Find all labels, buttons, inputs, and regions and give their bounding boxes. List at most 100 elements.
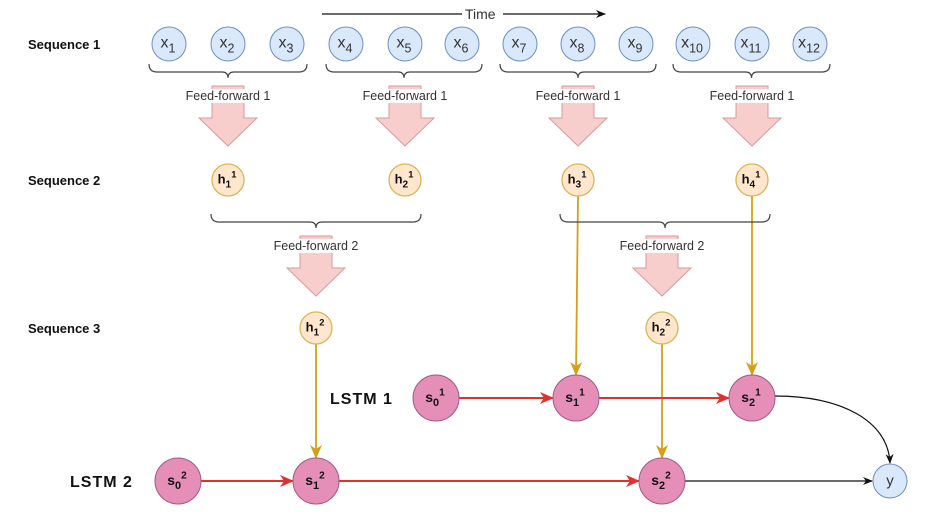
input-node-circle <box>387 26 423 62</box>
node-label: y <box>886 472 894 489</box>
node-label: s11 <box>565 388 585 410</box>
row-label-sequence-1: Sequence 1 <box>28 37 100 52</box>
node-label-base: s <box>425 389 433 405</box>
node-label-subscript: 11 <box>749 41 762 55</box>
node-label-base: h <box>218 172 226 187</box>
feed-forward-label-backdrop <box>708 89 796 103</box>
sequence-1-group-brace <box>672 63 831 79</box>
node-label: h21 <box>395 170 414 191</box>
node-label-base: x <box>220 35 228 52</box>
node-label-base: h <box>652 320 660 335</box>
hidden-node-circle <box>299 311 333 345</box>
input-node-circle <box>675 26 711 62</box>
output-node-y: y <box>872 463 908 499</box>
hidden-to-state-edge <box>570 195 583 376</box>
node-label: x3 <box>279 35 294 56</box>
state-node-circle <box>412 374 460 422</box>
node-label-base: h <box>568 172 576 187</box>
lstm-2-state-s2: s22 <box>638 457 686 505</box>
feed-forward-1-block: Feed-forward 1 <box>708 85 796 147</box>
node-label-base: x <box>397 35 405 52</box>
time-axis: Time <box>322 6 606 22</box>
node-label: x9 <box>628 35 643 56</box>
node-label: x12 <box>798 35 820 56</box>
node-label-superscript: 1 <box>581 170 586 180</box>
feed-forward-1-block: Feed-forward 1 <box>361 85 449 147</box>
node-label-superscript: 2 <box>665 318 670 328</box>
lstm-1-state-s2: s21 <box>728 374 776 422</box>
input-node-circle <box>618 26 654 62</box>
node-label: s22 <box>651 471 671 493</box>
node-label-subscript: 7 <box>520 41 527 55</box>
node-label: h12 <box>306 318 325 339</box>
node-label: x2 <box>220 35 235 56</box>
input-node-x11: x11 <box>734 26 770 62</box>
node-label-base: x <box>681 35 689 52</box>
input-node-x8: x8 <box>560 26 596 62</box>
input-node-circle <box>328 26 364 62</box>
feed-forward-label-backdrop <box>534 89 622 103</box>
feed-forward-label-backdrop <box>618 239 706 253</box>
node-label-subscript: 1 <box>226 179 232 190</box>
feed-forward-label-backdrop <box>361 89 449 103</box>
input-node-circle <box>210 26 246 62</box>
node-label-base: x <box>798 35 806 52</box>
row-label-sequence-3: Sequence 3 <box>28 321 100 336</box>
input-node-circle <box>560 26 596 62</box>
node-label-subscript: 0 <box>175 480 181 492</box>
node-label-superscript: 2 <box>665 471 671 482</box>
hidden-node-h3-1: h31 <box>561 163 595 197</box>
node-label-base: s <box>741 389 749 405</box>
node-label: h41 <box>742 170 761 191</box>
node-label-superscript: 1 <box>579 388 585 399</box>
node-label-subscript: 1 <box>573 397 579 409</box>
input-node-circle <box>444 26 480 62</box>
row-label-sequence-2: Sequence 2 <box>28 173 100 188</box>
node-label-subscript: 3 <box>576 179 582 190</box>
node-label-subscript: 2 <box>228 41 235 55</box>
input-node-x4: x4 <box>328 26 364 62</box>
hidden-node-h1-2: h12 <box>299 311 333 345</box>
hidden-node-h1-1: h11 <box>211 163 245 197</box>
hidden-node-circle <box>211 163 245 197</box>
node-label-subscript: 5 <box>405 41 412 55</box>
row-label-lstm-1: LSTM 1 <box>330 391 393 408</box>
feed-forward-label: Feed-forward 1 <box>536 89 621 103</box>
row-label-lstm-2: LSTM 2 <box>70 474 133 491</box>
input-node-circle <box>151 26 187 62</box>
node-label-base: x <box>570 35 578 52</box>
hidden-node-circle <box>735 163 769 197</box>
node-label-base: x <box>161 35 169 52</box>
feed-forward-label: Feed-forward 2 <box>274 239 359 253</box>
node-label: x4 <box>338 35 353 56</box>
node-label-base: x <box>741 35 749 52</box>
node-label-superscript: 1 <box>231 170 236 180</box>
node-label: h31 <box>568 170 587 191</box>
node-label-base: x <box>279 35 287 52</box>
node-label: x10 <box>681 35 703 56</box>
hidden-node-h2-2: h22 <box>645 311 679 345</box>
output-node-circle <box>872 463 908 499</box>
node-label-subscript: 10 <box>689 41 703 55</box>
feed-forward-label: Feed-forward 2 <box>620 239 705 253</box>
node-label-subscript: 2 <box>403 179 409 190</box>
feed-forward-label-backdrop <box>184 89 272 103</box>
input-node-x6: x6 <box>444 26 480 62</box>
node-label: x7 <box>512 35 527 56</box>
node-label-superscript: 1 <box>755 388 761 399</box>
node-label: h11 <box>218 170 237 191</box>
input-node-x1: x1 <box>151 26 187 62</box>
sequence-1-group-brace <box>148 63 308 79</box>
node-label-base: h <box>306 320 314 335</box>
node-label-base: x <box>628 35 636 52</box>
node-label: s12 <box>305 471 325 493</box>
input-node-x9: x9 <box>618 26 654 62</box>
node-label-base: s <box>305 472 313 488</box>
hidden-node-h2-1: h21 <box>388 163 422 197</box>
node-label-base: s <box>565 389 573 405</box>
node-label-subscript: 12 <box>806 41 820 55</box>
node-label-subscript: 1 <box>313 480 319 492</box>
state-node-circle <box>154 457 202 505</box>
feed-forward-1-block: Feed-forward 1 <box>534 85 622 147</box>
